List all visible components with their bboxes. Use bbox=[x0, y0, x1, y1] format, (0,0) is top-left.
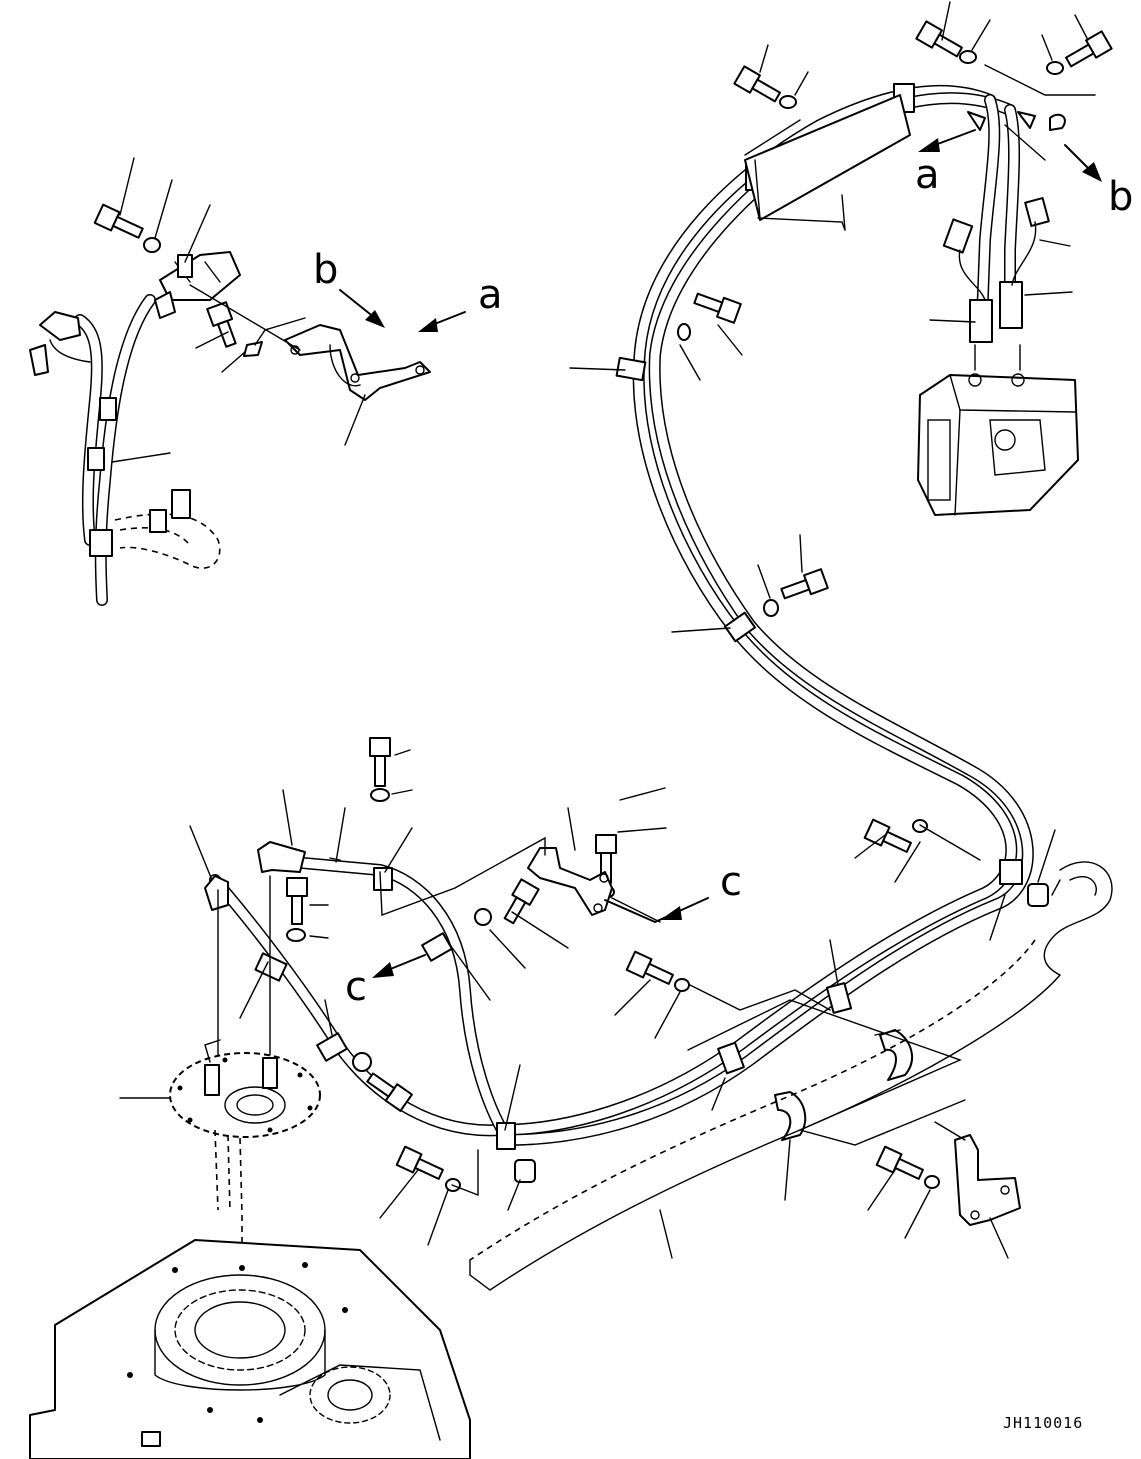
callout-a-top-right: a bbox=[915, 129, 976, 198]
callout-b-top-right: b bbox=[1064, 144, 1133, 220]
callout-a-left-label: a bbox=[478, 272, 503, 318]
harness-clips bbox=[254, 83, 1023, 1150]
leader-lines-top-right bbox=[569, 1, 1096, 633]
callout-b-label: b bbox=[1108, 174, 1133, 220]
callout-a-top-left: a bbox=[418, 272, 503, 332]
bolts-top-right bbox=[677, 20, 1113, 617]
callout-c-right: c bbox=[604, 859, 742, 923]
reference-frame-dashed bbox=[469, 861, 1113, 1291]
callout-b-left-label: b bbox=[313, 247, 338, 293]
callout-a-label: a bbox=[915, 152, 940, 198]
bolts-middle bbox=[286, 737, 1049, 1192]
callout-b-top-left: b bbox=[313, 247, 385, 328]
transmission-case bbox=[29, 1239, 471, 1459]
bracket-middle bbox=[527, 847, 613, 916]
callout-c-right-label: c bbox=[720, 859, 742, 905]
connectors-left bbox=[204, 841, 341, 911]
callout-c-left-label: c bbox=[345, 964, 367, 1010]
cover-plate bbox=[744, 94, 911, 221]
drawing-code: JH110016 bbox=[1003, 1414, 1083, 1432]
leader-lines-top-left bbox=[111, 157, 366, 463]
leader-lines-middle bbox=[119, 749, 1056, 1259]
clip-brackets-lower bbox=[774, 1029, 1021, 1226]
callout-c-left: c bbox=[345, 954, 426, 1010]
detail-view-top-left bbox=[29, 203, 431, 606]
control-valve bbox=[917, 197, 1079, 516]
sender-flange bbox=[169, 1039, 321, 1310]
